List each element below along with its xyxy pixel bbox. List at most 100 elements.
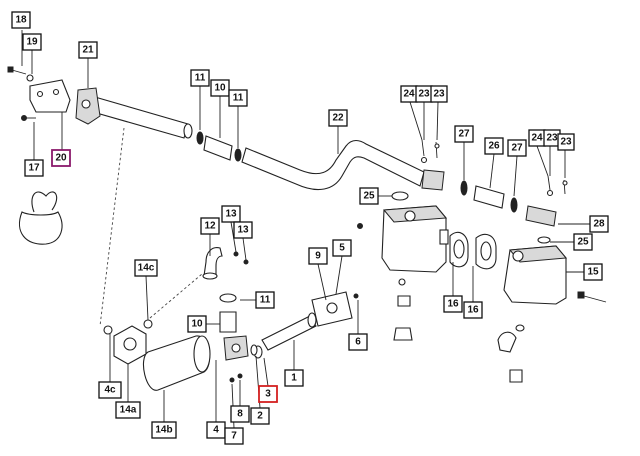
- callout-5[interactable]: 5: [332, 239, 352, 257]
- callout-25a[interactable]: 25: [359, 187, 379, 205]
- svg-text:23: 23: [546, 133, 558, 144]
- seal-2: [250, 344, 258, 356]
- pipe-end: [183, 123, 193, 139]
- o-ring-11: [234, 148, 242, 162]
- svg-text:23: 23: [418, 89, 430, 100]
- svg-text:24: 24: [403, 89, 415, 100]
- callout-10a[interactable]: 10: [210, 79, 230, 97]
- gasket-16a-hole: [453, 239, 465, 259]
- screw-23-head: [562, 180, 568, 186]
- callout-4[interactable]: 4: [206, 421, 226, 439]
- bottom-nipple: [509, 369, 523, 383]
- callout-4c[interactable]: 4c: [98, 381, 122, 399]
- svg-text:22: 22: [332, 113, 344, 124]
- svg-text:25: 25: [577, 237, 589, 248]
- elbow-fitting: [497, 331, 517, 353]
- svg-text:1: 1: [291, 373, 297, 384]
- callout-6[interactable]: 6: [348, 333, 368, 351]
- callout-2[interactable]: 2: [250, 407, 270, 425]
- elbow-12-mouth: [202, 272, 218, 280]
- leader-14c: [145, 275, 149, 321]
- screw-13: [233, 251, 239, 257]
- callout-12[interactable]: 12: [200, 217, 220, 235]
- callout-27b[interactable]: 27: [507, 139, 527, 157]
- callout-24a[interactable]: 24: [400, 85, 418, 103]
- callout-23d[interactable]: 23: [557, 133, 575, 151]
- callout-14a[interactable]: 14a: [115, 401, 141, 419]
- callout-16b[interactable]: 16: [463, 301, 483, 319]
- callout-27a[interactable]: 27: [454, 125, 474, 143]
- bolt-18-head: [7, 66, 14, 73]
- callout-9[interactable]: 9: [308, 247, 328, 265]
- svg-text:7: 7: [231, 431, 237, 442]
- o-ring-27: [510, 197, 518, 213]
- callout-8[interactable]: 8: [230, 405, 250, 423]
- callout-14c[interactable]: 14c: [134, 259, 158, 277]
- svg-text:9: 9: [315, 251, 321, 262]
- svg-text:16: 16: [467, 305, 479, 316]
- sleeve-10: [203, 135, 233, 161]
- callout-11a[interactable]: 11: [190, 69, 210, 87]
- callout-19[interactable]: 19: [22, 33, 42, 51]
- small-nut: [357, 223, 363, 229]
- drain-fitting: [393, 327, 413, 341]
- bracket-hole: [36, 90, 44, 98]
- sleeve-10-lower: [219, 311, 237, 333]
- svg-text:3: 3: [265, 389, 271, 400]
- callout-10b[interactable]: 10: [187, 315, 207, 333]
- suction-tube-1: [261, 315, 317, 351]
- svg-text:13: 13: [225, 209, 237, 220]
- pump-shaft-stub: [439, 229, 449, 245]
- callout-16a[interactable]: 16: [443, 295, 463, 313]
- fitting-28: [525, 205, 557, 227]
- flange-bolt-hole: [81, 99, 91, 109]
- svg-text:20: 20: [55, 153, 67, 164]
- callout-24b[interactable]: 24: [528, 129, 546, 147]
- pump-port: [404, 210, 416, 222]
- callout-28[interactable]: 28: [589, 215, 609, 233]
- o-ring-27: [460, 180, 468, 196]
- svg-text:19: 19: [26, 37, 38, 48]
- small-seal: [515, 324, 525, 332]
- callout-23b[interactable]: 23: [430, 85, 448, 103]
- svg-text:25: 25: [363, 191, 375, 202]
- callout-20[interactable]: 20: [51, 149, 71, 167]
- screw-13: [243, 259, 249, 265]
- callout-17[interactable]: 17: [24, 159, 44, 177]
- callout-23a[interactable]: 23: [415, 85, 433, 103]
- pipe-22-fitting: [421, 169, 445, 191]
- callout-1[interactable]: 1: [284, 369, 304, 387]
- svg-text:11: 11: [195, 73, 206, 84]
- elbow-12: [203, 247, 223, 277]
- leader-26: [489, 153, 495, 189]
- bracket-hole: [52, 88, 60, 96]
- suction-pipe-upper: [85, 94, 189, 139]
- long-bolt-head: [577, 291, 585, 299]
- callout-25b[interactable]: 25: [573, 233, 593, 251]
- callout-14b[interactable]: 14b: [151, 421, 177, 439]
- tube-1-end: [307, 312, 317, 328]
- callout-3[interactable]: 3: [258, 385, 278, 403]
- svg-text:21: 21: [82, 45, 94, 56]
- svg-text:10: 10: [191, 319, 203, 330]
- callout-22[interactable]: 22: [328, 109, 348, 127]
- callout-11c[interactable]: 11: [255, 291, 275, 309]
- callout-13b[interactable]: 13: [233, 221, 253, 239]
- callout-21[interactable]: 21: [78, 41, 98, 59]
- callout-13a[interactable]: 13: [221, 205, 241, 223]
- callout-15[interactable]: 15: [583, 263, 603, 281]
- callout-18[interactable]: 18: [11, 11, 31, 29]
- callout-26[interactable]: 26: [484, 137, 504, 155]
- svg-text:28: 28: [593, 219, 605, 230]
- callout-7[interactable]: 7: [224, 427, 244, 445]
- svg-text:10: 10: [214, 83, 226, 94]
- pump-nipple: [397, 295, 411, 307]
- svg-text:6: 6: [355, 337, 361, 348]
- svg-text:14b: 14b: [155, 425, 172, 436]
- sleeve-26: [473, 185, 505, 209]
- callout-11b[interactable]: 11: [228, 89, 248, 107]
- bag-tie: [31, 191, 58, 213]
- svg-text:23: 23: [560, 137, 572, 148]
- screw-24: [421, 139, 425, 157]
